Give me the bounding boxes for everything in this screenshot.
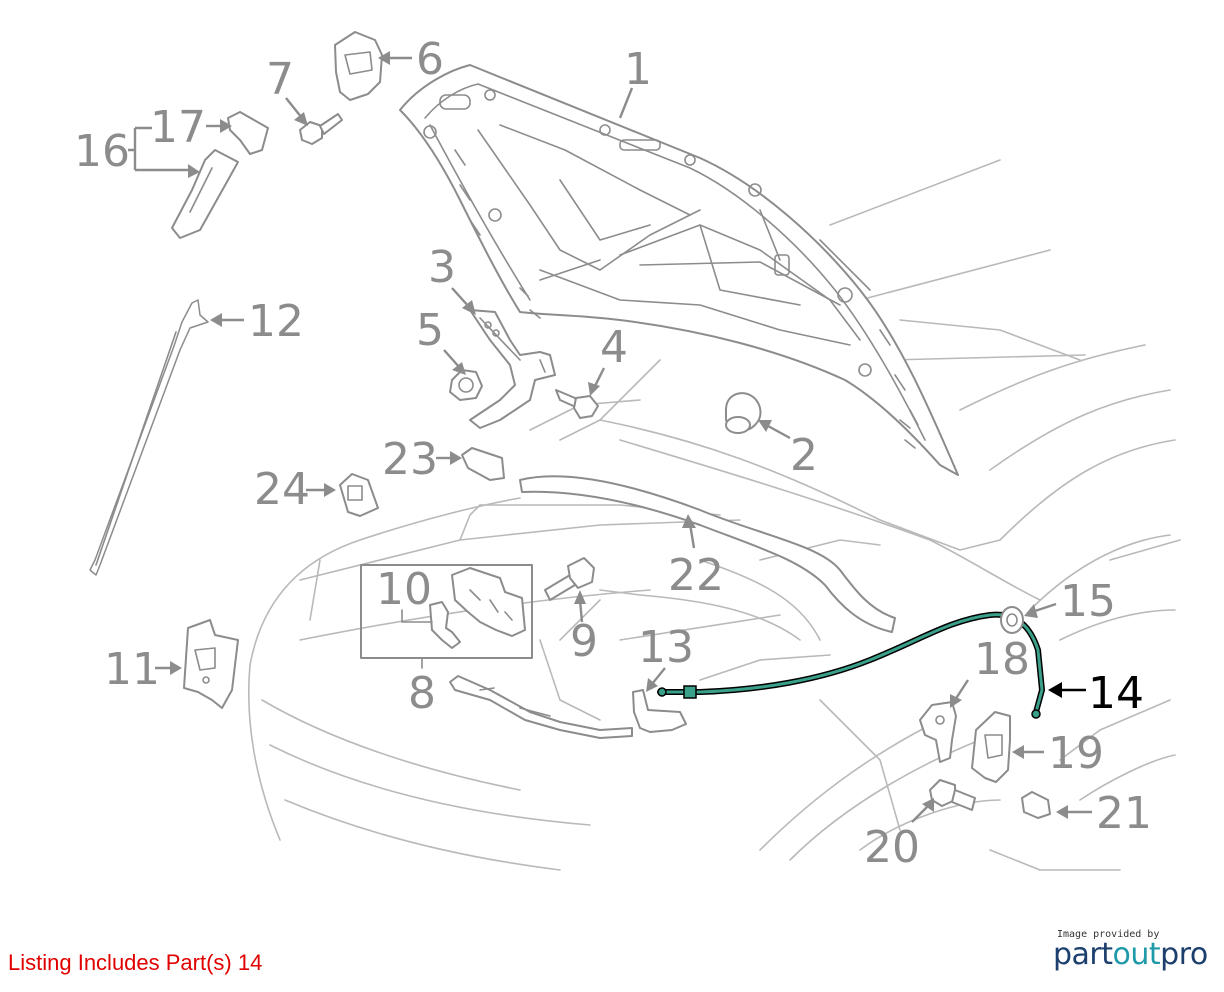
support-bracket[interactable] [334, 31, 383, 101]
mounting-screw[interactable] [929, 779, 976, 811]
callout-12: 12 [248, 296, 304, 347]
callout-10: 10 [376, 564, 432, 615]
callout-8: 8 [408, 668, 436, 719]
logo-text-part: part [1053, 937, 1113, 972]
callout-3: 3 [428, 242, 456, 293]
secondary-latch[interactable] [971, 711, 1011, 783]
callout-24: 24 [254, 464, 310, 515]
callout-labels: 1 2 3 4 5 6 7 8 9 10 11 12 13 14 15 16 1… [74, 34, 1152, 873]
hood-panel[interactable] [399, 64, 959, 476]
callout-5: 5 [416, 305, 444, 356]
callout-22: 22 [668, 550, 724, 601]
image-credit-caption: Image provided by [1057, 929, 1160, 940]
retaining-clip[interactable] [1021, 791, 1051, 819]
hood-weatherstrip[interactable] [519, 475, 896, 633]
hood-hinge[interactable] [469, 309, 556, 429]
callout-20: 20 [864, 822, 920, 873]
latch-bolt[interactable] [544, 557, 595, 601]
bump-stop[interactable] [725, 392, 762, 434]
release-handle[interactable] [449, 675, 687, 739]
callout-14: 14 [1088, 668, 1144, 719]
callout-19: 19 [1048, 728, 1104, 779]
striker-plate[interactable] [919, 701, 957, 763]
support-block[interactable] [339, 473, 379, 517]
callout-6: 6 [416, 34, 444, 85]
rubber-bumper[interactable] [461, 447, 505, 481]
car-body-outline [247, 159, 1181, 871]
callout-23: 23 [382, 434, 438, 485]
callout-11: 11 [104, 644, 160, 695]
bracket-bolt[interactable] [299, 113, 343, 145]
callout-17: 17 [150, 102, 206, 153]
side-bracket[interactable] [183, 619, 239, 709]
listing-includes-text: Listing Includes Part(s) 14 [8, 950, 263, 975]
callout-7: 7 [266, 54, 294, 105]
logo-text-pro: pro [1160, 937, 1208, 972]
hood-seal-piece[interactable] [171, 149, 239, 239]
callout-2: 2 [790, 430, 818, 481]
seal-clip[interactable] [227, 111, 269, 155]
callout-16: 16 [74, 126, 130, 177]
parts-diagram: 1 2 3 4 5 6 7 8 9 10 11 12 13 14 15 16 1… [74, 31, 1181, 873]
callout-9: 9 [570, 616, 598, 667]
callout-13: 13 [638, 622, 694, 673]
callout-15: 15 [1060, 576, 1116, 627]
leader-arrows [128, 51, 1092, 823]
cable-grommet[interactable] [1000, 606, 1024, 634]
logo-text-out: out [1112, 937, 1161, 972]
partoutpro-logo[interactable]: partoutpro [1053, 937, 1208, 972]
callout-4: 4 [600, 322, 628, 373]
callout-18: 18 [974, 634, 1030, 685]
callout-1: 1 [624, 44, 652, 95]
callout-21: 21 [1096, 788, 1152, 839]
latch-assembly[interactable] [360, 564, 533, 669]
hood-prop-rod[interactable] [89, 299, 209, 576]
hinge-nut[interactable] [449, 369, 483, 401]
